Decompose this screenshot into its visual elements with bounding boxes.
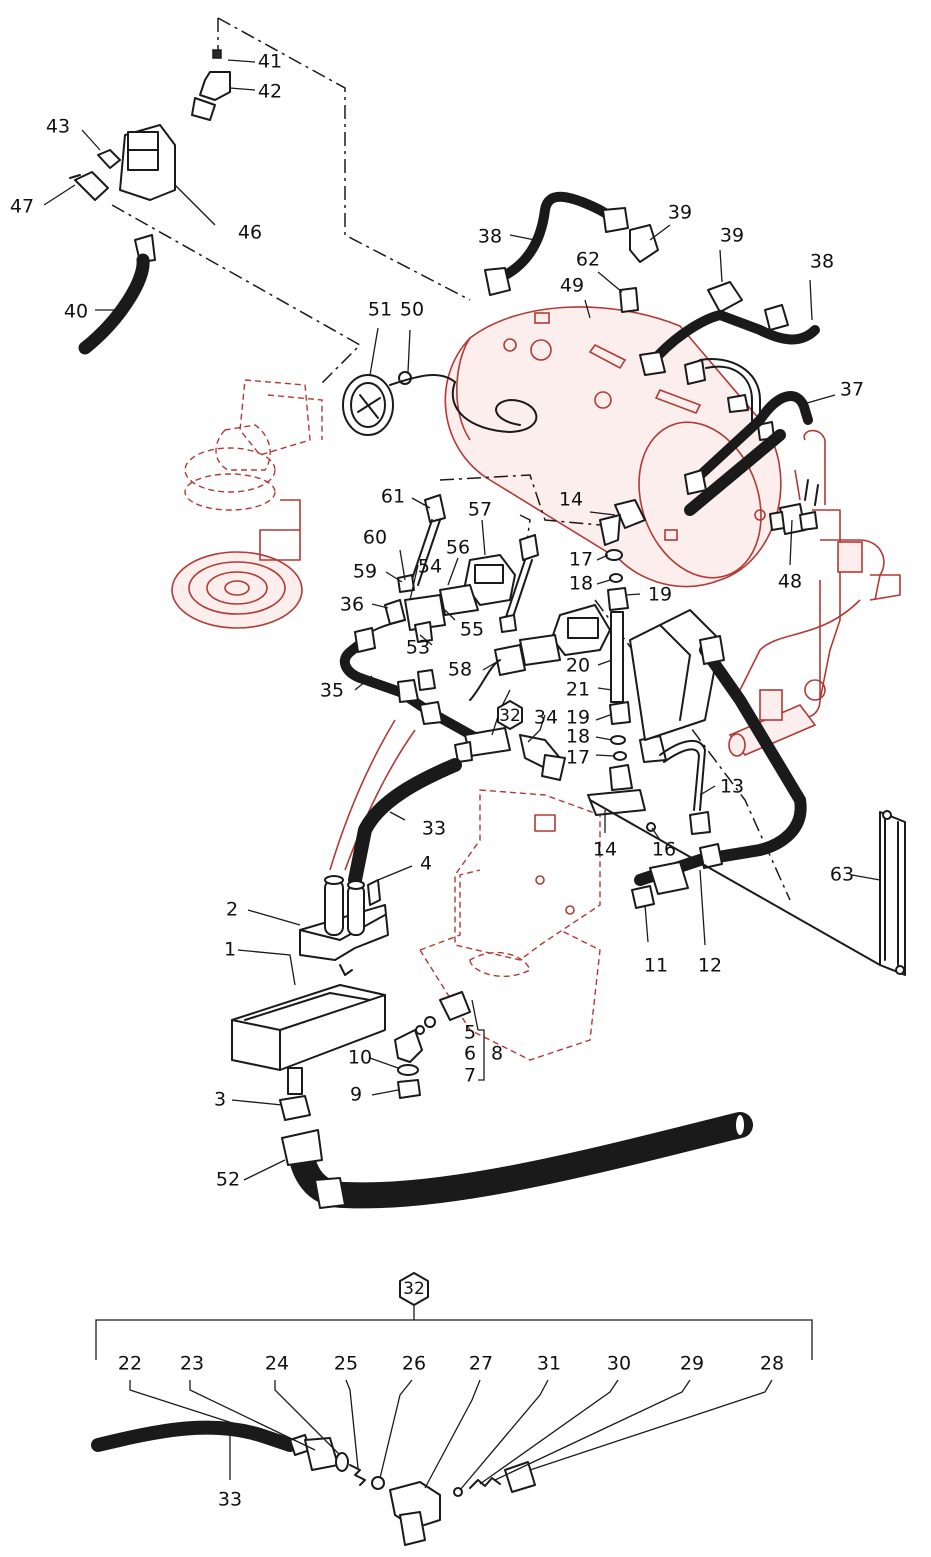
callout-39-right: 39 [720,225,744,247]
callout-54: 54 [418,556,442,578]
callout-14-upper: 14 [559,489,583,511]
drain-elbow-parts [394,991,485,1099]
callout-19-lower: 19 [566,707,590,729]
callout-30: 30 [607,1353,631,1375]
callout-6: 6 [464,1043,476,1065]
callout-59: 59 [353,561,377,583]
solenoid-valve-assembly [69,49,231,263]
callout-32-upper: 32 [499,706,521,726]
cable-63 [589,799,906,976]
callout-51: 51 [368,299,392,321]
callout-33-lower: 33 [218,1489,242,1511]
callout-43: 43 [46,116,70,138]
callout-33-upper: 33 [422,818,446,840]
leader-lines [43,59,881,1491]
callout-3: 3 [214,1089,226,1111]
callout-29: 29 [680,1353,704,1375]
callout-53: 53 [406,637,430,659]
callout-23: 23 [180,1353,204,1375]
callout-20: 20 [566,655,590,677]
callout-27: 27 [469,1353,493,1375]
callout-56: 56 [446,537,470,559]
callout-19-upper: 19 [648,584,672,606]
callout-17-lower: 17 [566,747,590,769]
valve-cluster [349,494,611,701]
callout-18-lower: 18 [566,726,590,748]
callout-49: 49 [560,275,584,297]
callout-22: 22 [118,1353,142,1375]
callout-41: 41 [258,51,282,73]
callout-35: 35 [320,680,344,702]
callout-25: 25 [334,1353,358,1375]
callout-63: 63 [830,864,854,886]
callout-38-right: 38 [810,251,834,273]
callout-62: 62 [576,249,600,271]
callout-10: 10 [348,1047,372,1069]
detail-badge-hexagon [497,700,523,730]
callout-36: 36 [340,594,364,616]
callout-61: 61 [381,486,405,508]
callout-58: 58 [448,659,472,681]
callout-14-lower: 14 [593,839,617,861]
callout-16: 16 [652,839,676,861]
callout-24: 24 [265,1353,289,1375]
detail-32-expanded-view [91,1296,813,1546]
callout-5: 5 [464,1022,476,1044]
callout-8: 8 [491,1043,503,1065]
callout-55: 55 [460,619,484,641]
callout-40: 40 [64,301,88,323]
callout-31: 31 [537,1353,561,1375]
detail-badge-hexagon-lower [399,1272,429,1306]
callout-46: 46 [238,222,262,244]
callout-labels: 41 42 43 47 46 40 38 39 39 38 62 49 51 5… [10,51,864,1511]
callout-47: 47 [10,196,34,218]
callout-11: 11 [644,955,668,977]
callout-32-lower: 32 [403,1279,425,1299]
callout-7: 7 [464,1065,476,1087]
tee-fitting-48 [769,479,819,535]
callout-39-left: 39 [668,202,692,224]
callout-38-left: 38 [478,226,502,248]
callout-13: 13 [720,776,744,798]
callout-28: 28 [760,1353,784,1375]
callout-42: 42 [258,81,282,103]
callout-4: 4 [420,853,432,875]
callout-18-upper: 18 [569,573,593,595]
callout-60: 60 [363,527,387,549]
callout-12: 12 [698,955,722,977]
sight-tube-assembly [587,499,721,832]
pressure-gauge [342,371,538,436]
callout-37: 37 [840,379,864,401]
callout-52: 52 [216,1169,240,1191]
callout-34: 34 [534,707,558,729]
drip-tray-assembly [231,875,389,1121]
callout-21: 21 [566,679,590,701]
callout-9: 9 [350,1084,362,1106]
drain-pipes [631,429,807,909]
callout-17-upper: 17 [569,549,593,571]
steam-pipes [484,191,820,495]
callout-1: 1 [224,939,236,961]
callout-57: 57 [468,499,492,521]
callout-26: 26 [402,1353,426,1375]
callout-48: 48 [778,571,802,593]
callout-2: 2 [226,899,238,921]
callout-50: 50 [400,299,424,321]
water-pipes-lower [339,627,566,887]
